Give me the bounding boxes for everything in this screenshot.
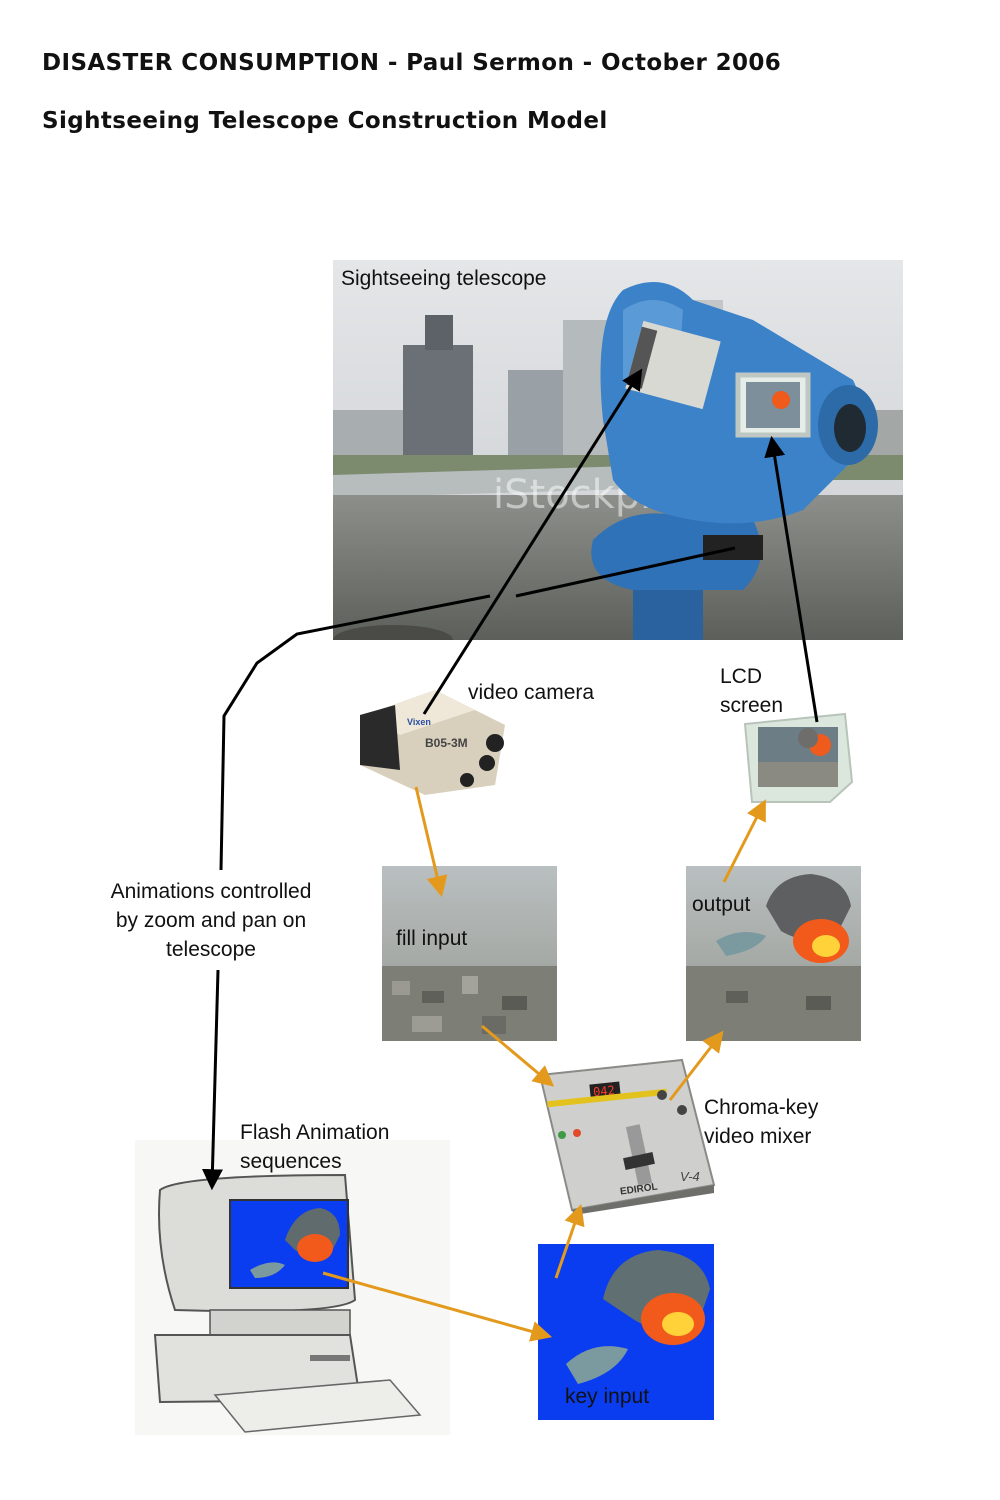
arrow-output-to-lcd	[722, 799, 766, 883]
lcd-screen-label: LCD screen	[720, 665, 784, 717]
arrow-telescope-to-computer	[515, 546, 736, 598]
video-camera-image: Vixen B05-3M	[355, 685, 515, 800]
key-input-image	[538, 1244, 714, 1420]
telescope-caption: Sightseeing telescope	[341, 267, 547, 290]
arrow-computer-to-key	[322, 1271, 553, 1342]
video-camera-label: video camera	[468, 681, 595, 704]
page-subtitle: Sightseeing Telescope Construction Model	[42, 108, 608, 134]
lcd-screen-image	[740, 712, 860, 812]
fill-input-image	[382, 866, 557, 1041]
arrow-camera-to-fill	[414, 786, 448, 898]
key-input-label: key input	[565, 1385, 650, 1408]
page-title: DISASTER CONSUMPTION - Paul Sermon - Oct…	[42, 50, 782, 76]
output-image	[686, 866, 861, 1041]
arrow-camera-to-telescope	[422, 368, 643, 715]
arrow-animations-to-computer	[201, 969, 223, 1191]
arrow-key-to-mixer	[554, 1204, 585, 1279]
flash-animation-label: Flash Animation sequences	[240, 1121, 390, 1173]
fill-input-label: fill input	[396, 927, 468, 950]
arrow-lcd-to-telescope	[764, 435, 819, 723]
output-label: output	[692, 893, 751, 916]
arrow-fill-to-mixer	[481, 1024, 555, 1087]
arrow-telescope-to-computer-lower	[219, 594, 491, 871]
computer-image	[135, 1140, 450, 1435]
animations-label: Animations controlled by zoom and pan on…	[110, 880, 312, 961]
camera-brand-text: Vixen	[407, 717, 431, 727]
chroma-key-label: Chroma-key video mixer	[704, 1096, 819, 1148]
mixer-model-text: V-4	[680, 1169, 700, 1184]
mixer-brand-text: EDIROL	[619, 1181, 658, 1197]
arrow-mixer-to-output	[668, 1030, 724, 1101]
camera-model-text: B05-3M	[425, 736, 468, 750]
telescope-photo: iStockphoto	[333, 260, 903, 640]
